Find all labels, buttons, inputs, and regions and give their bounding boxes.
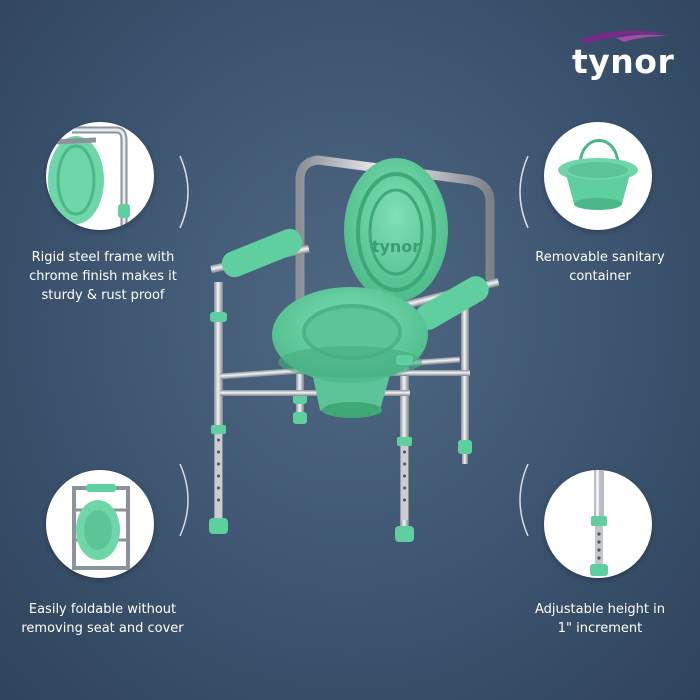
container-callout — [544, 122, 652, 230]
frame-callout — [46, 122, 154, 230]
height-callout — [544, 470, 652, 578]
caption-line: Rigid steel frame with — [31, 250, 175, 265]
chrome-frame-closeup-icon — [48, 126, 130, 230]
caption-line: Adjustable height in — [534, 602, 666, 617]
height-caption: Adjustable height in 1" increment — [515, 600, 685, 638]
commode-chair-image: tynor — [209, 155, 500, 542]
caption-line: Removable sanitary — [535, 250, 665, 265]
adjustable-leg-icon — [590, 470, 608, 576]
seat-emboss: tynor — [372, 237, 420, 256]
chevron-right-icon — [179, 155, 189, 229]
folded-chair-icon — [72, 484, 130, 570]
frame-caption: Rigid steel frame with chrome finish mak… — [8, 248, 198, 305]
caption-line: container — [569, 269, 631, 284]
caption-line: 1" increment — [557, 621, 643, 636]
chevron-left-icon — [519, 155, 529, 229]
caption-line: chrome finish makes it — [29, 269, 177, 284]
container-caption: Removable sanitary container — [515, 248, 685, 286]
brand-name: tynor — [572, 42, 675, 81]
chevron-right-icon — [179, 463, 189, 537]
foldable-caption: Easily foldable without removing seat an… — [5, 600, 200, 638]
logo-swoosh-icon — [580, 30, 668, 44]
sanitary-bucket-icon — [558, 139, 638, 210]
brand-logo: tynor — [568, 28, 678, 88]
caption-line: sturdy & rust proof — [41, 288, 165, 303]
caption-line: Easily foldable without — [28, 602, 177, 617]
foldable-callout — [46, 470, 154, 578]
caption-line: removing seat and cover — [21, 621, 184, 636]
chevron-left-icon — [519, 463, 529, 537]
